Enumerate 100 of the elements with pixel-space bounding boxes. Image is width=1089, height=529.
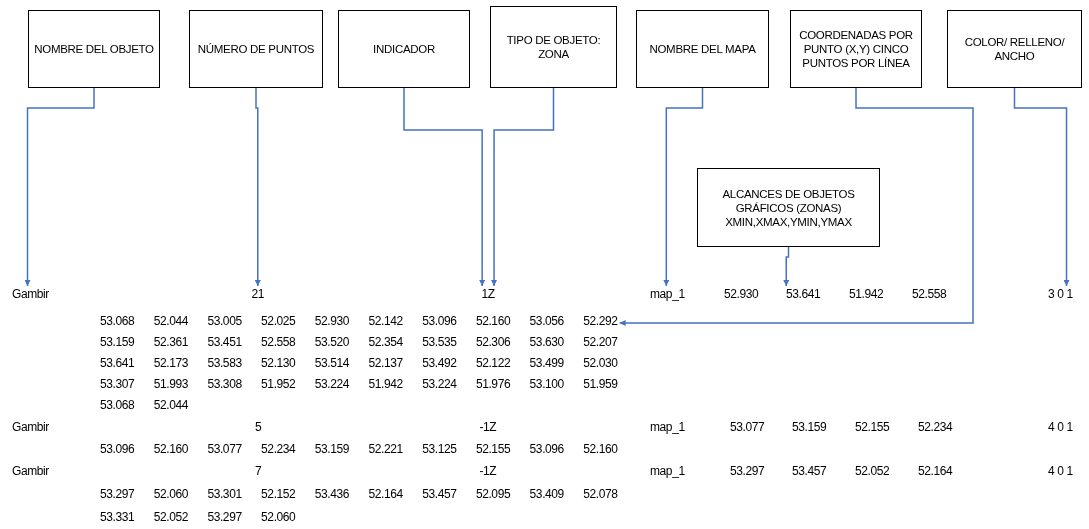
coordinate-value: 52.044	[153, 313, 188, 329]
coordinate-value: 53.436	[314, 486, 350, 502]
coordinate-value: 52.173	[153, 355, 188, 371]
coordinate-value: 52.207	[583, 334, 618, 350]
coordinate-value: 53.068	[100, 397, 135, 413]
coordinate-value: 53.583	[207, 355, 242, 371]
leader-arrow	[491, 87, 555, 287]
leader-arrow	[663, 87, 704, 287]
coordinate-value: 53.535	[422, 334, 457, 350]
coordinate-value: 52.142	[368, 313, 403, 329]
indicator-value: -1Z	[479, 463, 497, 479]
coordinate-value: 53.096	[100, 441, 135, 457]
coordinate-value: 53.409	[529, 486, 564, 502]
coordinate-value: 53.096	[422, 313, 457, 329]
style-values: 4 0 1	[1048, 463, 1073, 479]
coordinate-value: 53.307	[100, 376, 135, 392]
style-values: 4 0 1	[1048, 419, 1073, 435]
coordinate-value: 52.137	[368, 355, 403, 371]
range-value: 52.558	[912, 286, 947, 302]
range-value: 53.159	[792, 419, 827, 435]
object-name: Gambir	[12, 286, 49, 302]
coordinate-value: 52.354	[368, 334, 403, 350]
coordinate-value: 53.457	[422, 486, 457, 502]
range-value: 53.641	[786, 286, 821, 302]
coordinate-value: 53.125	[422, 441, 457, 457]
leader-arrow	[403, 87, 486, 287]
coordinate-value: 51.952	[261, 376, 296, 392]
coordinate-value: 53.499	[529, 355, 564, 371]
coordinate-value: 52.030	[583, 355, 618, 371]
coordinate-value: 53.096	[529, 441, 564, 457]
coordinate-value: 52.361	[153, 334, 188, 350]
callout-box: TIPO DE OBJETO: ZONA	[490, 6, 617, 88]
coordinate-value: 52.152	[261, 486, 296, 502]
coordinate-value: 52.025	[261, 313, 296, 329]
range-value: 52.155	[855, 419, 890, 435]
callout-box: NÚMERO DE PUNTOS	[189, 10, 323, 88]
indicator-value: -1Z	[479, 419, 497, 435]
coordinate-value: 52.930	[314, 313, 350, 329]
coordinate-value: 52.292	[583, 313, 618, 329]
range-value: 51.942	[849, 286, 884, 302]
range-value: 52.164	[918, 463, 953, 479]
coordinate-value: 53.224	[314, 376, 350, 392]
map-name: map_1	[650, 419, 685, 435]
point-count: 7	[255, 463, 262, 479]
coordinate-value: 52.044	[153, 397, 188, 413]
coordinate-value: 51.959	[583, 376, 618, 392]
range-value: 53.297	[730, 463, 765, 479]
callout-box: NOMBRE DEL MAPA	[636, 10, 769, 88]
map-name: map_1	[650, 463, 685, 479]
point-count: 21	[251, 286, 265, 302]
coordinate-value: 52.160	[583, 441, 618, 457]
coordinate-value: 51.942	[368, 376, 403, 392]
leader-arrow	[618, 87, 974, 326]
coordinate-value: 52.130	[261, 355, 296, 371]
map-name: map_1	[650, 286, 685, 302]
callout-box: INDICADOR	[338, 10, 470, 88]
indicator-value: 1Z	[481, 286, 495, 302]
coordinate-value: 53.514	[314, 355, 350, 371]
coordinate-value: 52.060	[153, 486, 188, 502]
range-value: 53.457	[792, 463, 827, 479]
coordinate-value: 52.078	[583, 486, 618, 502]
range-value: 53.077	[730, 419, 765, 435]
coordinate-value: 52.060	[261, 509, 296, 525]
callout-box: NOMBRE DEL OBJETO	[28, 10, 160, 88]
coordinate-value: 52.221	[368, 441, 403, 457]
callout-box: COORDENADAS POR PUNTO (X,Y) CINCO PUNTOS POR LÍNEA	[790, 10, 922, 88]
coordinate-value: 51.976	[475, 376, 511, 392]
range-value: 52.234	[918, 419, 953, 435]
coordinate-value: 53.451	[207, 334, 242, 350]
style-values: 3 0 1	[1048, 286, 1073, 302]
coordinate-value: 52.095	[475, 486, 511, 502]
coordinate-value: 53.100	[529, 376, 564, 392]
coordinate-value: 53.159	[314, 441, 350, 457]
coordinate-value: 53.224	[422, 376, 457, 392]
coordinate-value: 52.155	[475, 441, 511, 457]
coordinate-value: 52.122	[475, 355, 511, 371]
coordinate-value: 52.558	[261, 334, 296, 350]
callout-box: ALCANCES DE OBJETOS GRÁFICOS (ZONAS) XMIN,XMAX,YMIN,YMAX	[697, 168, 880, 247]
coordinate-value: 52.306	[475, 334, 511, 350]
object-name: Gambir	[12, 463, 49, 479]
coordinate-value: 53.297	[207, 509, 242, 525]
coordinate-value: 53.005	[207, 313, 242, 329]
coordinate-value: 52.234	[261, 441, 296, 457]
leader-arrow	[24, 87, 95, 287]
coordinate-value: 53.159	[100, 334, 135, 350]
leader-arrow	[783, 246, 790, 287]
object-name: Gambir	[12, 419, 49, 435]
range-value: 52.052	[855, 463, 890, 479]
coordinate-value: 53.520	[314, 334, 350, 350]
coordinate-value: 53.068	[100, 313, 135, 329]
coordinate-value: 52.164	[368, 486, 403, 502]
coordinate-value: 52.160	[153, 441, 188, 457]
point-count: 5	[255, 419, 262, 435]
coordinate-value: 53.056	[529, 313, 564, 329]
callout-box: COLOR/ RELLENO/ ANCHO	[947, 10, 1082, 88]
leader-arrow	[1013, 87, 1070, 287]
coordinate-value: 53.492	[422, 355, 457, 371]
range-value: 52.930	[724, 286, 759, 302]
leader-arrow	[254, 87, 261, 287]
coordinate-value: 51.993	[153, 376, 188, 392]
